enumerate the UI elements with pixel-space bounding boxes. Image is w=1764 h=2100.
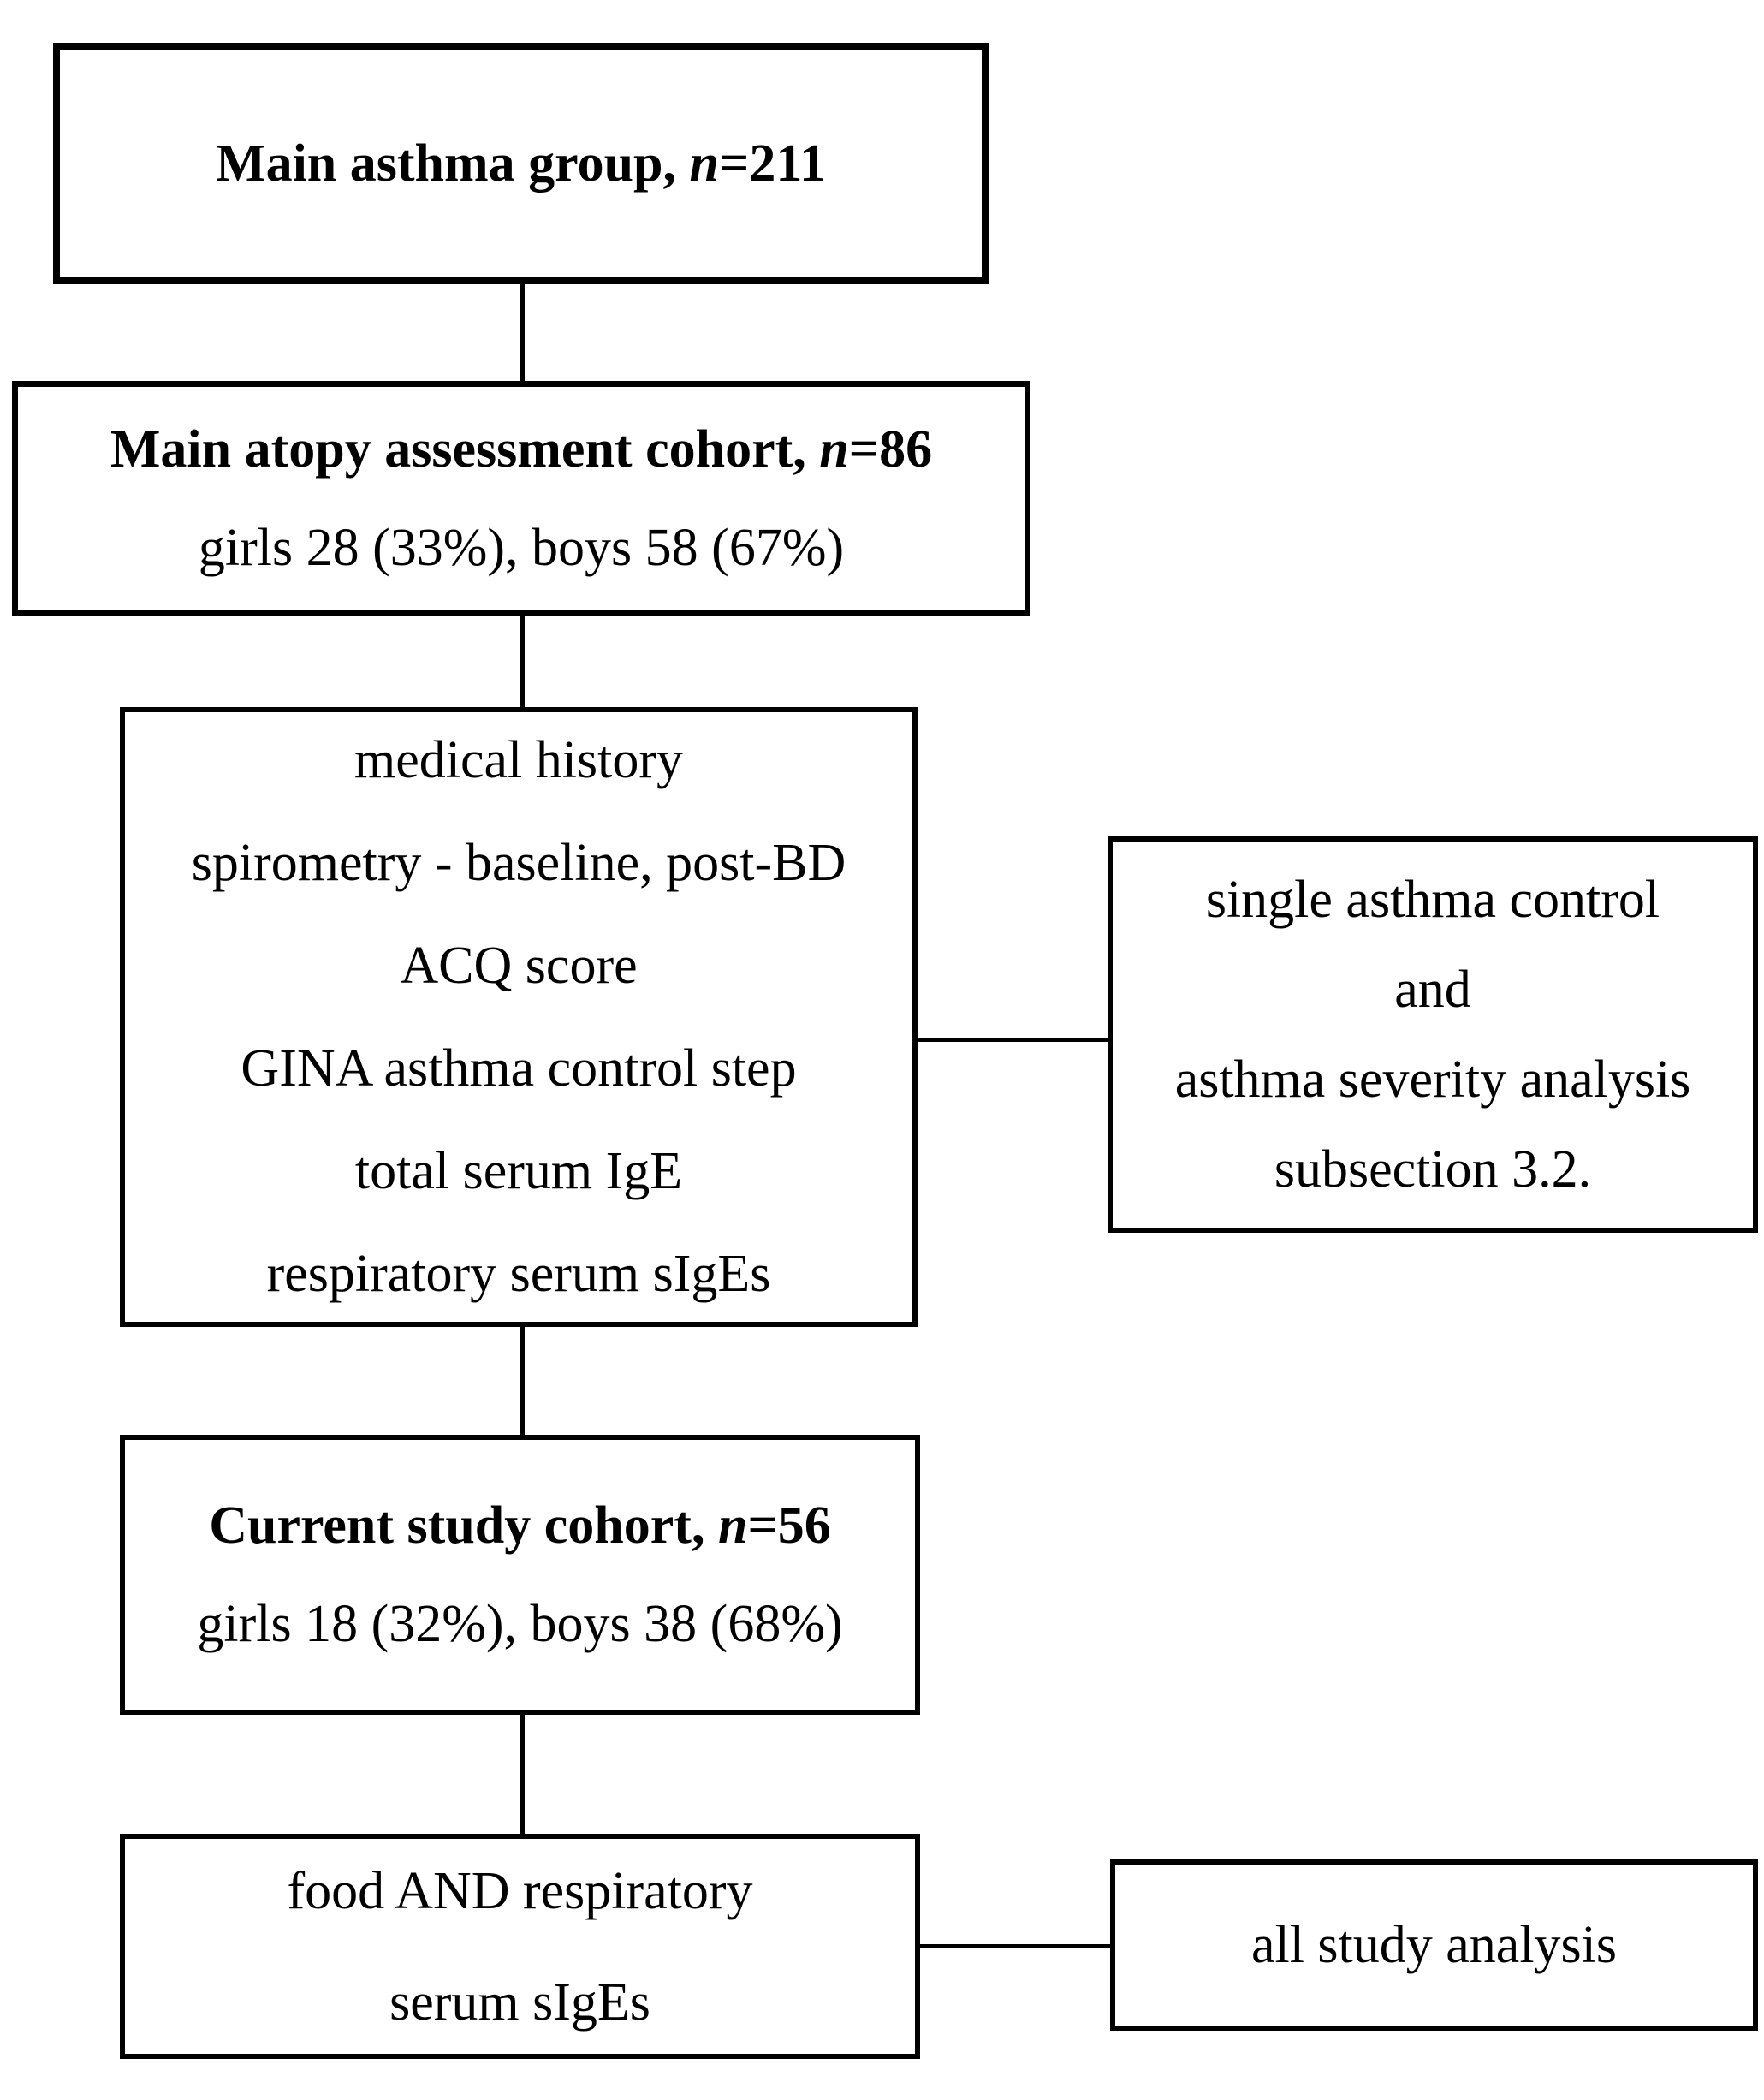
connector-atopy-to-assessments [520,616,525,707]
connector-assessments-to-analysis-note [914,1038,1109,1042]
connector-food-to-all-study-note [918,1944,1112,1948]
asthma-analysis-note-box: single asthma control and asthma severit… [1108,836,1758,1233]
n-symbol: n [717,1496,748,1555]
food-respiratory-line: serum sIgEs [389,1972,650,2032]
note-line: subsection 3.2. [1274,1139,1592,1199]
atopy-assessment-cohort-box: Main atopy assessment cohort, n=86 girls… [12,381,1030,616]
connector-current-to-food [520,1715,525,1834]
n-symbol: n [689,134,720,193]
n-symbol: n [819,419,849,479]
assessment-item: total serum IgE [354,1142,683,1200]
n-value: =211 [719,134,826,193]
atopy-cohort-sex-breakdown: girls 28 (33%), boys 58 (67%) [198,518,845,577]
title-text: Main asthma group, [216,134,690,193]
assessment-item: medical history [354,731,683,789]
current-cohort-title: Current study cohort, n=56 [209,1477,831,1575]
current-study-cohort-box: Current study cohort, n=56 girls 18 (32%… [120,1435,920,1715]
atopy-cohort-title: Main atopy assessment cohort, n=86 [110,401,932,499]
title-text: Current study cohort, [209,1496,718,1555]
note-line: all study analysis [1250,1915,1618,1974]
note-line: single asthma control [1205,870,1660,929]
food-respiratory-siges-box: food AND respiratory serum sIgEs [120,1834,920,2059]
assessment-item: respiratory serum sIgEs [266,1245,771,1303]
n-value: =86 [848,419,933,479]
food-respiratory-line: food AND respiratory [287,1861,753,1920]
n-value: =56 [747,1496,831,1555]
main-asthma-group-title: Main asthma group, n=211 [216,134,826,194]
main-asthma-group-box: Main asthma group, n=211 [53,43,989,284]
assessment-item: ACQ score [400,937,638,995]
note-line: asthma severity analysis [1174,1050,1691,1109]
title-text: Main atopy assessment cohort, [110,419,820,479]
current-cohort-sex-breakdown: girls 18 (32%), boys 38 (68%) [197,1594,843,1653]
assessment-item: GINA asthma control step [241,1039,797,1098]
assessments-box: medical history spirometry - baseline, p… [120,707,918,1327]
note-line: and [1394,960,1471,1019]
assessment-item: spirometry - baseline, post-BD [191,834,846,892]
connector-assessments-to-current [520,1327,525,1435]
connector-main-to-atopy [520,284,525,381]
all-study-analysis-note-box: all study analysis [1110,1859,1758,2031]
